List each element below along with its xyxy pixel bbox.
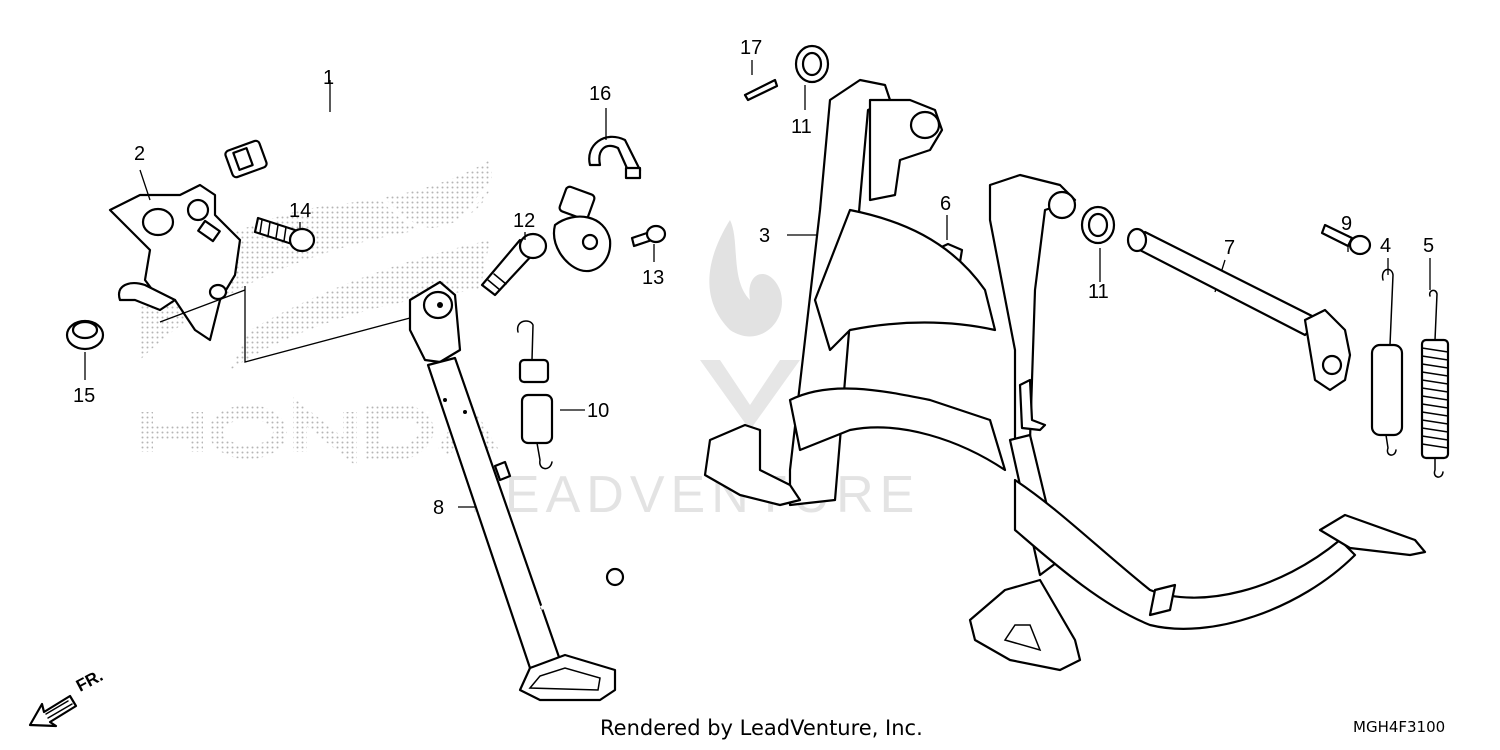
part-17-cotter-pin — [743, 78, 779, 102]
part-8-side-stand — [408, 280, 625, 702]
front-label: FR. — [73, 666, 106, 696]
front-direction-indicator: FR. — [28, 666, 106, 728]
part-11-washer-top — [794, 44, 830, 84]
svg-text:LEADVENTURE: LEADVENTURE — [470, 466, 920, 524]
callout-10: 10 — [587, 400, 609, 422]
rendered-by-credit: Rendered by LeadVenture, Inc. — [600, 716, 923, 740]
part-14-bolt — [253, 216, 316, 253]
leadventure-watermark: LEADVENTURE — [470, 220, 920, 524]
callout-1: 1 — [323, 67, 334, 89]
honda-watermark — [139, 160, 499, 467]
callout-9: 9 — [1341, 213, 1352, 235]
part-16-clip — [588, 135, 642, 180]
callout-2: 2 — [134, 143, 145, 165]
part-12-bolt — [480, 232, 548, 297]
callout-14: 14 — [289, 200, 311, 222]
part-10-spring — [516, 320, 554, 470]
callout-15: 15 — [73, 385, 95, 407]
callout-11-bottom: 11 — [1088, 281, 1109, 303]
part-5-coil-spring — [1420, 289, 1450, 478]
callout-labels: 1 2 3 4 5 6 7 8 9 10 11 11 12 13 14 15 1… — [73, 37, 1434, 519]
callout-12: 12 — [513, 210, 535, 232]
callout-4: 4 — [1380, 235, 1391, 257]
callout-17: 17 — [740, 37, 762, 59]
callout-5: 5 — [1423, 235, 1434, 257]
part-1-wire-harness — [224, 114, 612, 273]
callout-8: 8 — [433, 497, 444, 519]
callout-13: 13 — [642, 267, 664, 289]
part-9-bolt — [1320, 223, 1372, 256]
part-13-bolt — [630, 224, 667, 248]
callout-11-top: 11 — [791, 116, 812, 138]
front-arrow-icon — [28, 694, 78, 728]
callout-6: 6 — [940, 193, 951, 215]
part-7-pivot-shaft — [1126, 227, 1352, 392]
part-4-spring — [1370, 268, 1404, 456]
part-3-main-stand — [703, 78, 1427, 672]
callout-7: 7 — [1224, 237, 1235, 259]
callout-3: 3 — [759, 225, 770, 247]
diagram-code: MGH4F3100 — [1353, 718, 1446, 736]
part-11-washer-bottom — [1080, 205, 1116, 245]
part-15-nut — [65, 319, 105, 351]
callout-16: 16 — [589, 83, 611, 105]
